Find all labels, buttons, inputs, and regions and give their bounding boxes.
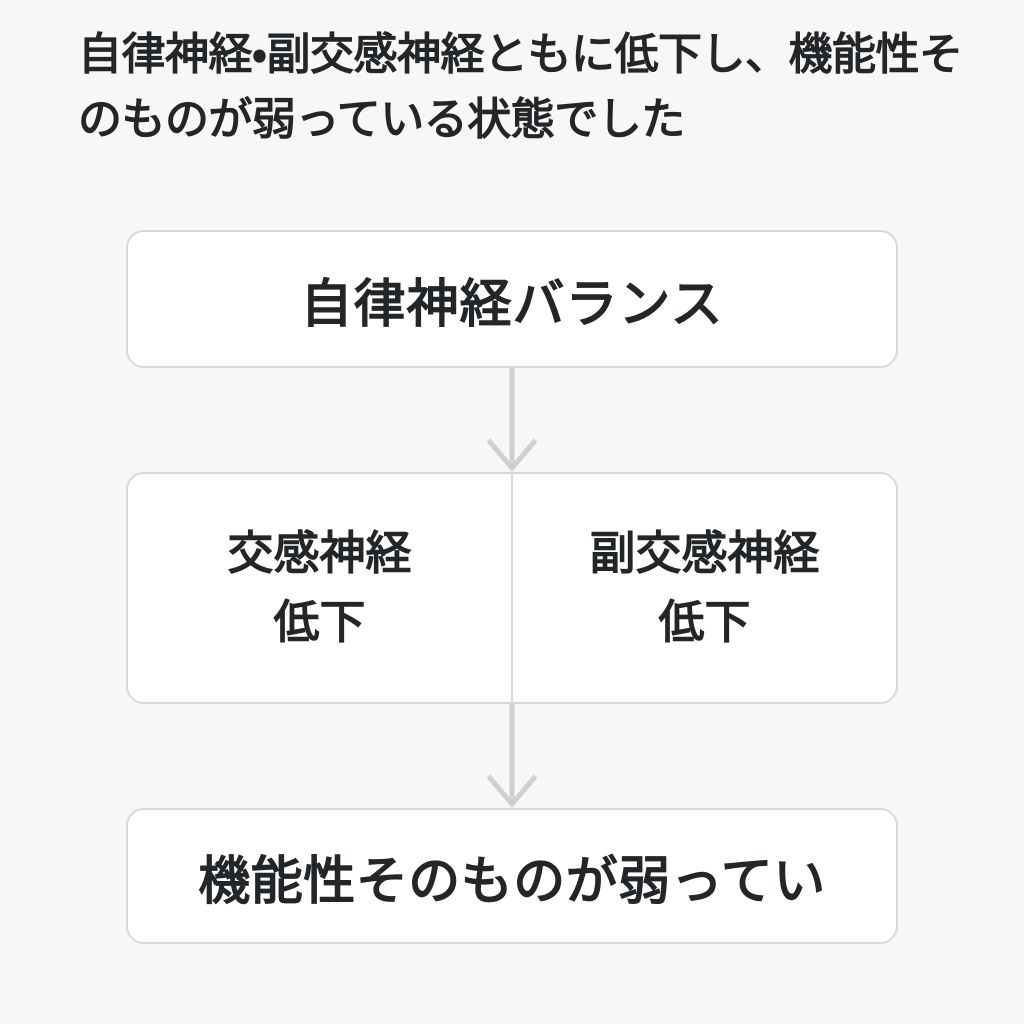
flow-node-parasympathetic[interactable]: 副交感神経 低下 — [511, 474, 896, 702]
flow-node-parasympathetic-line2: 低下 — [658, 596, 751, 648]
page-title: 自律神経・副交感神経ともに低下し、機能性そのものが弱っている状態でした — [78, 30, 963, 145]
flow-node-nerve-split[interactable]: 交感神経 低下 副交感神経 低下 — [126, 472, 898, 704]
connector-top-to-split — [126, 368, 898, 472]
flow-node-sympathetic-line1: 交感神経 — [227, 527, 412, 580]
flow-node-sympathetic[interactable]: 交感神経 低下 — [128, 474, 511, 702]
flow-node-functional-decline[interactable]: 機能性そのものが弱ってい — [126, 808, 898, 944]
flow-node-sympathetic-line2: 低下 — [273, 596, 366, 648]
flowchart: 自律神経バランス 交感神経 低下 副交感神経 低下 — [126, 230, 898, 944]
arrow-down-icon — [486, 368, 538, 472]
flow-node-parasympathetic-line1: 副交感神経 — [589, 527, 820, 580]
arrow-down-icon — [486, 704, 538, 808]
flow-node-autonomic-balance-label: 自律神経バランス — [300, 275, 724, 334]
flow-node-autonomic-balance[interactable]: 自律神経バランス — [126, 230, 898, 368]
connector-split-to-bottom — [126, 704, 898, 808]
flow-node-split-wrapper: 交感神経 低下 副交感神経 低下 — [126, 472, 898, 704]
flow-node-functional-decline-label: 機能性そのものが弱ってい — [198, 852, 826, 911]
